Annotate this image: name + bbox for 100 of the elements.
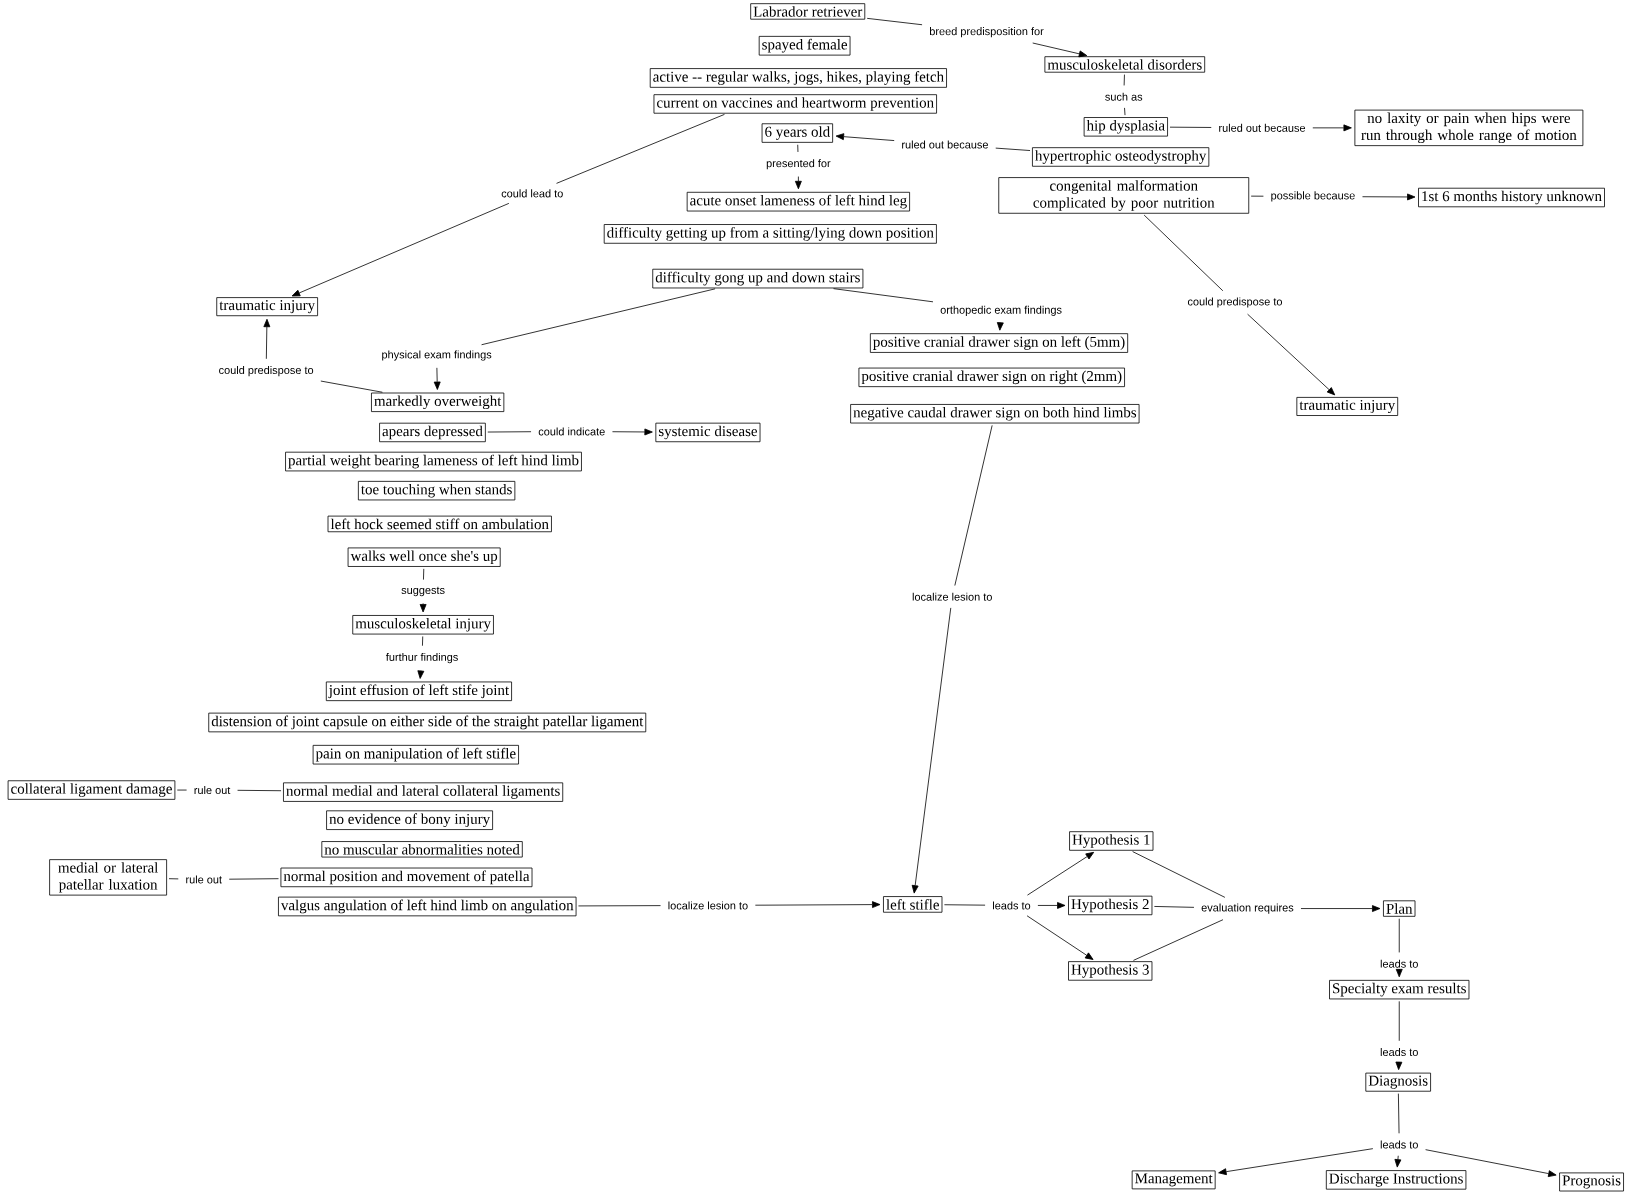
linking-phrase: evaluation requires — [1201, 903, 1294, 914]
linking-phrase: suggests — [401, 587, 445, 597]
concept-box: current on vaccines and heartworm prevention — [653, 94, 937, 114]
connector-line — [578, 905, 661, 907]
concept-box: normal medial and lateral collateral ligaments — [283, 782, 564, 803]
concept-box: Hypothesis 1 — [1069, 831, 1154, 851]
concept-box: normal position and movement of patella — [280, 867, 533, 888]
arrow — [835, 133, 895, 142]
concept-box: hip dysplasia — [1083, 117, 1168, 137]
connector-line — [1169, 127, 1212, 129]
connector-line — [954, 425, 993, 587]
connector-line — [228, 878, 279, 880]
linking-phrase: rule out — [194, 786, 231, 795]
arrow — [1300, 905, 1381, 913]
connector-line — [237, 790, 282, 792]
concept-box: left hock seemed stiff on ambulation — [327, 515, 552, 533]
connector-line — [797, 144, 799, 153]
linking-phrase: could indicate — [538, 427, 605, 436]
concept-box: walks well once she's up — [347, 547, 501, 568]
linking-phrase: furthur findings — [385, 653, 458, 664]
concept-box: Diagnosis — [1365, 1072, 1431, 1092]
linking-phrase: localize lesion to — [912, 592, 992, 601]
arrow — [1026, 915, 1094, 961]
arrow — [419, 603, 427, 613]
arrow — [754, 901, 881, 909]
concept-box: collateral ligament damage — [7, 780, 176, 800]
arrow — [1027, 852, 1095, 896]
concept-box: valgus angulation of left hind limb on angulation — [278, 896, 577, 917]
connector-line — [176, 789, 187, 791]
linking-phrase: presented for — [766, 159, 831, 170]
connector-line — [1143, 214, 1224, 292]
concept-box: spayed female — [758, 36, 851, 56]
arrow — [291, 203, 510, 297]
arrow — [1032, 42, 1088, 58]
concept-box: 6 years old — [761, 123, 834, 143]
linking-phrase: rule out — [186, 875, 222, 884]
concept-box: acute onset lameness of left hind leg — [686, 192, 910, 212]
concept-box: musculoskeletal injury — [352, 615, 494, 635]
arrow — [263, 319, 271, 360]
connector-line — [995, 147, 1031, 152]
connector-line — [1398, 1001, 1400, 1042]
connector-line — [320, 380, 383, 393]
arrow — [911, 607, 952, 894]
concept-box: Plan — [1383, 900, 1416, 917]
arrow — [1394, 1155, 1402, 1168]
concept-box: traumatic injury — [1296, 397, 1399, 417]
concept-box: systemic disease — [655, 423, 761, 443]
linking-phrase: breed predisposition for — [929, 27, 1044, 38]
concept-box: congenital malformation complicated by poor nutrition — [998, 177, 1250, 214]
linking-phrase: leads to — [1380, 959, 1418, 968]
concept-box: difficulty getting up from a sitting/lying down position — [603, 224, 937, 244]
concept-box: partial weight bearing lameness of left hind limb — [285, 452, 582, 472]
concept-box: no muscular abnormalities noted — [321, 841, 523, 858]
connector-line — [1398, 1093, 1400, 1134]
connector-line — [1250, 196, 1264, 197]
linking-phrase: leads to — [1380, 1048, 1418, 1057]
concept-box: apears depressed — [379, 423, 486, 443]
concept-box: Hypothesis 3 — [1068, 961, 1153, 981]
arrow — [1425, 1149, 1557, 1178]
concept-box: toe touching when stands — [357, 481, 516, 501]
connector-line — [487, 431, 532, 433]
connector-line — [1132, 851, 1226, 898]
arrow — [996, 322, 1004, 331]
connector-line — [1124, 107, 1126, 116]
concept-box: traumatic injury — [216, 297, 318, 317]
arrow — [1218, 1148, 1374, 1176]
connector-line — [422, 636, 424, 647]
arrow — [1395, 969, 1403, 978]
concept-box: positive cranial drawer sign on right (2mm) — [858, 367, 1125, 388]
concept-box: no laxity or pain when hips were run through whole range of motion — [1354, 109, 1584, 147]
arrow — [794, 176, 802, 190]
linking-phrase: leads to — [1380, 1140, 1418, 1149]
connector-line — [423, 568, 425, 581]
concept-box: Hypothesis 2 — [1068, 896, 1153, 916]
linking-phrase: orthopedic exam findings — [940, 305, 1062, 317]
concept-box: active -- regular walks, jogs, hikes, playing fetch — [649, 68, 947, 88]
linking-phrase: could lead to — [501, 189, 563, 198]
concept-box: Prognosis — [1559, 1172, 1624, 1192]
connector-line — [481, 288, 716, 346]
arrow — [433, 367, 441, 391]
linking-phrase: such as — [1105, 92, 1143, 101]
concept-box: musculoskeletal disorders — [1044, 56, 1206, 73]
linking-phrase: ruled out because — [1219, 124, 1306, 133]
arrow — [1312, 124, 1352, 132]
concept-box: left stifle — [883, 896, 943, 913]
arrow — [1395, 1061, 1403, 1071]
connector-line — [1398, 918, 1400, 954]
concept-box: distension of joint capsule on either side of the straight patellar ligament — [208, 712, 647, 733]
linking-phrase: localize lesion to — [668, 901, 748, 910]
linking-phrase: could predispose to — [219, 366, 314, 377]
concept-box: medial or lateral patellar luxation — [49, 859, 167, 896]
linking-phrase: physical exam findings — [382, 350, 492, 361]
linking-phrase: possible because — [1271, 191, 1355, 202]
concept-box: joint effusion of left stife joint — [325, 681, 512, 702]
concept-box: 1st 6 months history unknown — [1418, 188, 1605, 208]
arrow — [612, 428, 653, 436]
concept-box: no evidence of bony injury — [326, 810, 493, 831]
connector-line — [1153, 906, 1195, 908]
linking-phrase: ruled out because — [902, 140, 988, 149]
concept-box: markedly overweight — [371, 392, 505, 413]
